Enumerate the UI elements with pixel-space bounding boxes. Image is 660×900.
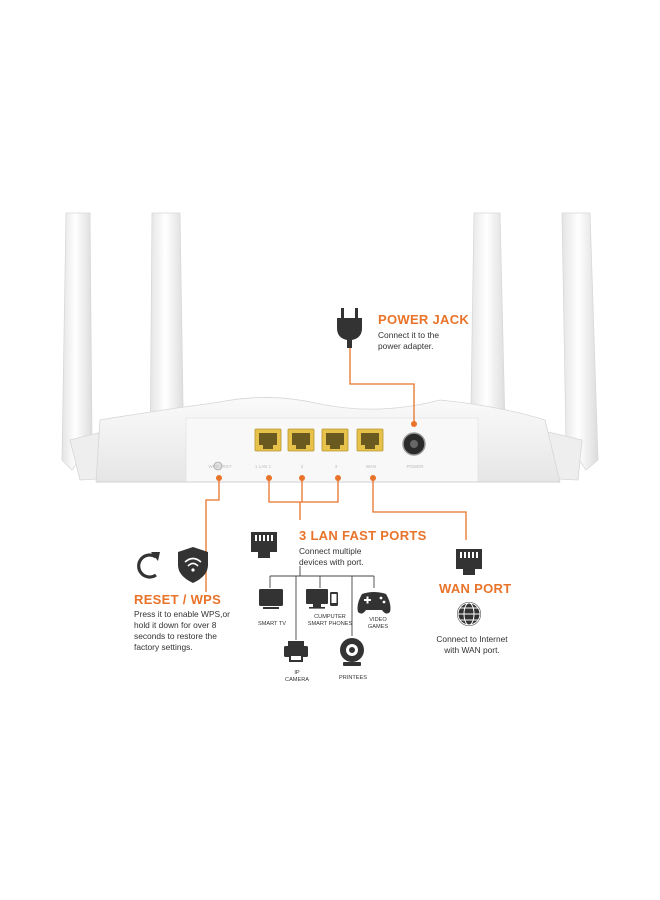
power-jack-description: Connect it to the power adapter. [378, 330, 439, 351]
port-tag-power: POWER [406, 464, 424, 469]
wan-description: Connect to Internet with WAN port. [436, 634, 508, 655]
power-callout-line [349, 348, 415, 424]
port-tag-wan: WAN [365, 464, 377, 469]
reset-callout-line [205, 478, 220, 592]
ethernet-ports [254, 428, 384, 452]
device-label-smart-tv: SMART TV [258, 621, 286, 627]
ip-camera-icon [284, 641, 308, 662]
lan-port-1 [254, 428, 282, 452]
antenna-right-outer [561, 212, 599, 471]
wan-callout-line [372, 478, 467, 540]
callout-lines [205, 348, 467, 592]
power-plug-icon [337, 308, 362, 348]
device-label-computer: CUMPUTER SMART PHONES [307, 614, 353, 627]
port-tag-wps: WPS / RST [208, 464, 232, 469]
lan-port-2 [287, 428, 315, 452]
wifi-shield-icon [178, 547, 208, 583]
reset-wps-title: RESET / WPS [134, 592, 222, 607]
power-jack-socket [402, 432, 426, 456]
reset-button-hole [213, 461, 223, 471]
port-tag-lan3: 3 [334, 464, 338, 469]
device-tree-lines [269, 566, 375, 640]
reset-wps-description: Press it to enable WPS,or hold it down f… [134, 609, 230, 652]
reset-arrow-icon [137, 552, 160, 579]
ethernet-port-icon [251, 532, 277, 558]
lan-description: Connect multiple devices with port. [299, 546, 364, 567]
wan-port [356, 428, 384, 452]
lan-port-3 [321, 428, 349, 452]
device-label-video-games: VIDEO GAMES [367, 617, 389, 630]
power-jack-title: POWER JACK [378, 312, 470, 327]
lan-title: 3 LAN FAST PORTS [299, 528, 427, 543]
computer-phone-icon [306, 589, 338, 609]
smart-tv-icon [259, 589, 283, 609]
port-tag-lan2: 2 [300, 464, 304, 469]
gamepad-icon [357, 592, 391, 614]
globe-icon [457, 602, 481, 626]
port-tag-lan1: 1 LAN 1 [254, 464, 272, 469]
device-label-ip-camera: IP CAMERA [285, 670, 309, 683]
webcam-icon [340, 638, 364, 666]
device-label-printees: PRINTEES [339, 675, 367, 681]
callout-dots [216, 421, 417, 481]
antenna-left-outer [61, 212, 93, 471]
wan-title: WAN PORT [439, 581, 512, 596]
wan-ethernet-icon [456, 549, 482, 575]
lan-bracket-line [268, 478, 339, 503]
